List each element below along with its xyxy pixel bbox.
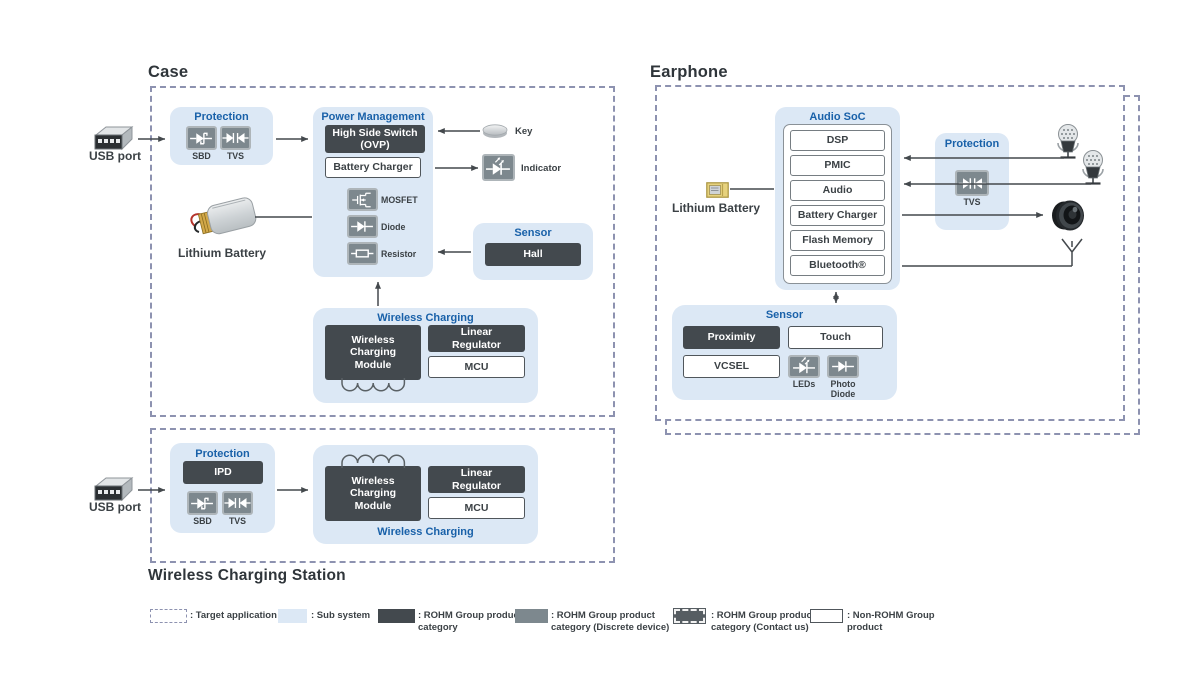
legend-discrete-swatch <box>515 609 548 623</box>
station-wireless-charging-title: Wireless Charging <box>377 526 474 538</box>
indicator-label: Indicator <box>521 163 562 174</box>
station-sbd-label: SBD <box>193 516 212 526</box>
high-side-switch-box: High Side Switch (OVP) <box>325 125 425 153</box>
station-coil-icon <box>341 454 406 468</box>
proximity-box: Proximity <box>683 326 780 349</box>
earphone-sensor-panel: Sensor <box>672 305 897 400</box>
resistor-label: Resistor <box>381 249 417 259</box>
earphone-battery-icon <box>706 182 729 198</box>
legend-subsystem-swatch <box>278 609 307 623</box>
legend-contact-label: : ROHM Group product category (Contact u… <box>711 610 815 633</box>
indicator-led-chip-icon <box>482 154 515 181</box>
touch-box: Touch <box>788 326 883 349</box>
station-usb-label: USB port <box>89 500 141 514</box>
soc-battery-charger-box: Battery Charger <box>790 205 885 226</box>
legend-subsystem-label: : Sub system <box>311 610 371 621</box>
station-sbd-chip-icon <box>187 491 218 515</box>
legend-nonrohm-label: : Non-ROHM Group product <box>847 610 935 633</box>
lithium-battery-icon <box>190 197 257 235</box>
station-title: Wireless Charging Station <box>148 567 346 584</box>
legend-discrete-label: : ROHM Group product category (Discrete … <box>551 610 670 633</box>
legend-contact-swatch <box>674 609 705 623</box>
earphone-title: Earphone <box>650 63 728 81</box>
mosfet-chip-icon <box>347 188 378 211</box>
soc-bluetooth-box: Bluetooth® <box>790 255 885 276</box>
vcsel-box: VCSEL <box>683 355 780 378</box>
case-mcu-box: MCU <box>428 356 525 378</box>
case-usb-label: USB port <box>89 149 141 163</box>
power-management-title: Power Management <box>321 111 425 123</box>
station-protection-title: Protection <box>195 448 250 460</box>
legend-rohm-swatch <box>378 609 415 623</box>
case-protection-title: Protection <box>194 111 249 123</box>
key-icon <box>482 124 508 138</box>
case-linear-regulator-box: Linear Regulator <box>428 325 525 352</box>
antenna-icon <box>1061 238 1083 266</box>
case-wcm-box: Wireless Charging Module <box>325 325 421 380</box>
microphone-icon-1 <box>1057 124 1079 159</box>
speaker-icon <box>1052 200 1084 231</box>
earphone-battery-label: Lithium Battery <box>671 201 760 215</box>
case-target-box <box>150 86 615 417</box>
soc-audio-box: Audio <box>790 180 885 201</box>
mosfet-label: MOSFET <box>381 195 418 205</box>
case-sbd-label: SBD <box>192 151 211 161</box>
station-target-box <box>150 428 615 563</box>
leds-chip-icon <box>788 355 820 378</box>
station-tvs-label: TVS <box>228 516 247 526</box>
earphone-tvs-chip-icon <box>955 170 989 196</box>
usb-port-icon <box>94 125 134 151</box>
legend-nonrohm-swatch <box>810 609 843 623</box>
case-wireless-charging-title: Wireless Charging <box>377 312 474 324</box>
resistor-chip-icon <box>347 242 378 265</box>
soc-flash-memory-box: Flash Memory <box>790 230 885 251</box>
diode-label: Diode <box>381 222 406 232</box>
diode-chip-icon <box>347 215 378 238</box>
ipd-box: IPD <box>183 461 263 484</box>
sbd-chip-icon <box>186 126 217 150</box>
case-tvs-label: TVS <box>226 151 245 161</box>
photo-diode-label: Photo Diode <box>830 379 856 399</box>
station-linear-regulator-box: Linear Regulator <box>428 466 525 493</box>
battery-charger-box: Battery Charger <box>325 157 421 178</box>
earphone-protection-title: Protection <box>944 138 1000 150</box>
tvs-chip-icon <box>220 126 251 150</box>
earphone-sensor-title: Sensor <box>765 309 804 321</box>
leds-label: LEDs <box>792 379 816 389</box>
earphone-tvs-label: TVS <box>963 197 981 207</box>
key-label: Key <box>515 126 533 137</box>
usb-port-icon-2 <box>94 476 134 502</box>
station-protection-panel: Protection <box>170 443 275 533</box>
case-sensor-title: Sensor <box>514 227 552 239</box>
audio-soc-title: Audio SoC <box>809 111 866 123</box>
case-battery-label: Lithium Battery <box>177 246 266 260</box>
case-title: Case <box>148 63 189 81</box>
station-wcm-box: Wireless Charging Module <box>325 466 421 521</box>
soc-dsp-box: DSP <box>790 130 885 151</box>
legend-rohm-label: : ROHM Group product category <box>418 610 522 633</box>
hall-box: Hall <box>485 243 581 266</box>
photo-diode-chip-icon <box>827 355 859 378</box>
legend-target-swatch <box>150 609 187 623</box>
microphone-icon-2 <box>1082 150 1104 185</box>
case-coil-icon <box>341 378 406 392</box>
station-tvs-chip-icon <box>222 491 253 515</box>
legend-target-label: : Target application <box>190 610 277 621</box>
soc-pmic-box: PMIC <box>790 155 885 176</box>
station-mcu-box: MCU <box>428 497 525 519</box>
